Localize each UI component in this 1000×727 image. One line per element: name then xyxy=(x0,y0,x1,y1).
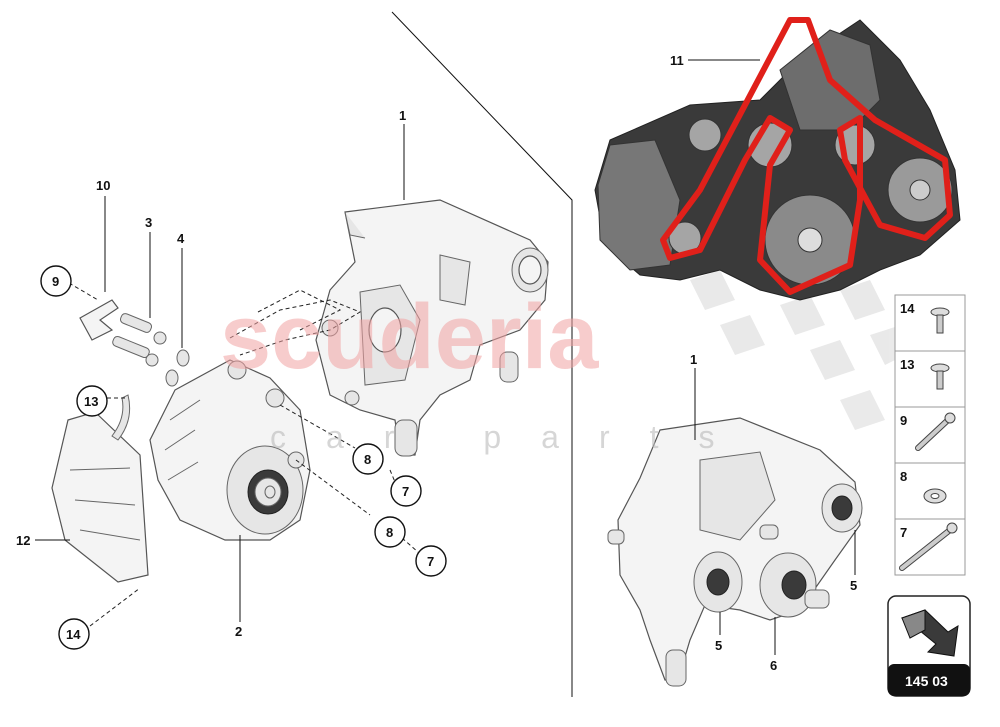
reference-code: 145 03 xyxy=(905,673,948,689)
washer-icon xyxy=(923,488,947,504)
callout-4: 4 xyxy=(177,231,185,246)
svg-text:8: 8 xyxy=(364,452,371,467)
dashed-assembly-lines xyxy=(68,282,419,627)
legend-num-8: 8 xyxy=(900,469,907,484)
svg-text:9: 9 xyxy=(52,274,59,289)
reference-box: 145 03 xyxy=(887,595,971,697)
screw-flanged-icon xyxy=(930,363,950,390)
fastener-legend: 14 13 9 8 7 xyxy=(894,294,966,576)
legend-num-14: 14 xyxy=(900,301,915,316)
svg-text:14: 14 xyxy=(66,627,81,642)
watermark-sub: car parts xyxy=(270,419,754,455)
screw-flanged-icon xyxy=(930,307,950,334)
bushing-parts xyxy=(79,299,190,387)
long-bolt-icon xyxy=(899,522,958,571)
callout-bubble-8b: 8 xyxy=(374,516,406,548)
callout-1-left: 1 xyxy=(399,108,406,123)
bracket-assembly-right xyxy=(607,417,863,687)
callout-6: 6 xyxy=(770,658,777,673)
engine-belt-assembly xyxy=(594,17,961,301)
callout-12: 12 xyxy=(16,533,30,548)
callout-2: 2 xyxy=(235,624,242,639)
callout-bubble-9: 9 xyxy=(40,265,72,297)
svg-text:13: 13 xyxy=(84,394,98,409)
legend-num-13: 13 xyxy=(900,357,914,372)
legend-num-9: 9 xyxy=(900,413,907,428)
callout-bubble-8a: 8 xyxy=(352,443,384,475)
callout-bubble-14: 14 xyxy=(58,618,90,650)
callout-5-right: 5 xyxy=(850,578,857,593)
svg-text:7: 7 xyxy=(427,554,434,569)
svg-text:8: 8 xyxy=(386,525,393,540)
heat-shield-cover xyxy=(51,394,149,583)
watermark-main: scuderia xyxy=(220,286,599,388)
svg-text:7: 7 xyxy=(402,484,409,499)
callout-bubble-13: 13 xyxy=(76,385,108,417)
drive-belt xyxy=(660,17,953,295)
bolt-icon xyxy=(915,412,956,451)
section-divider xyxy=(391,11,573,697)
arrow-icon xyxy=(900,609,959,657)
callout-11: 11 xyxy=(670,53,684,68)
callout-1-right: 1 xyxy=(690,352,697,367)
callout-3: 3 xyxy=(145,215,152,230)
callout-bubble-7a: 7 xyxy=(390,475,422,507)
callout-bubble-7b: 7 xyxy=(415,545,447,577)
callout-5-lower: 5 xyxy=(715,638,722,653)
callout-10: 10 xyxy=(96,178,110,193)
bracket-assembly-left xyxy=(315,199,549,457)
alternator-part xyxy=(149,359,311,541)
legend-num-7: 7 xyxy=(900,525,907,540)
